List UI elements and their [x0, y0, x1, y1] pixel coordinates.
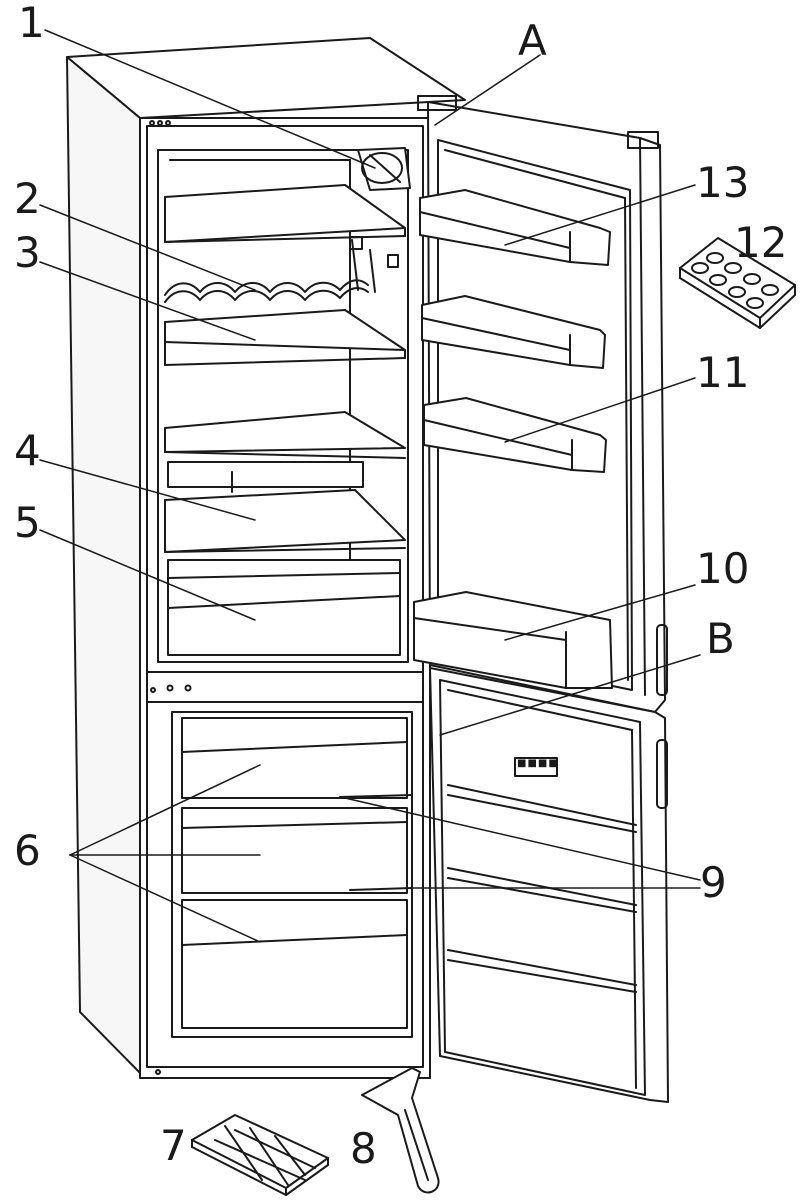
label-7: 7: [160, 1121, 187, 1170]
label-11: 11: [696, 348, 750, 397]
ice-scraper: [361, 1067, 440, 1194]
egg-tray: [679, 237, 796, 329]
label-2: 2: [14, 174, 41, 223]
label-4: 4: [14, 426, 41, 475]
label-b: B: [706, 614, 735, 663]
label-9: 9: [700, 858, 727, 907]
label-12: 12: [734, 218, 788, 267]
label-3: 3: [14, 228, 41, 277]
label-1: 1: [18, 0, 45, 47]
label-a: A: [518, 16, 547, 65]
label-10: 10: [696, 544, 750, 593]
ice-tray: [191, 1114, 329, 1196]
label-13: 13: [696, 158, 750, 207]
label-6: 6: [14, 826, 41, 875]
label-5: 5: [14, 498, 41, 547]
control-panel-display: ■■■■: [517, 758, 559, 769]
freezer-door: [429, 667, 669, 1103]
label-8: 8: [350, 1124, 377, 1173]
freezer-compartment: [171, 711, 413, 1038]
fridge-compartment: [157, 147, 411, 663]
leader-lines: [39, 29, 701, 943]
fridge-door: [413, 95, 668, 713]
